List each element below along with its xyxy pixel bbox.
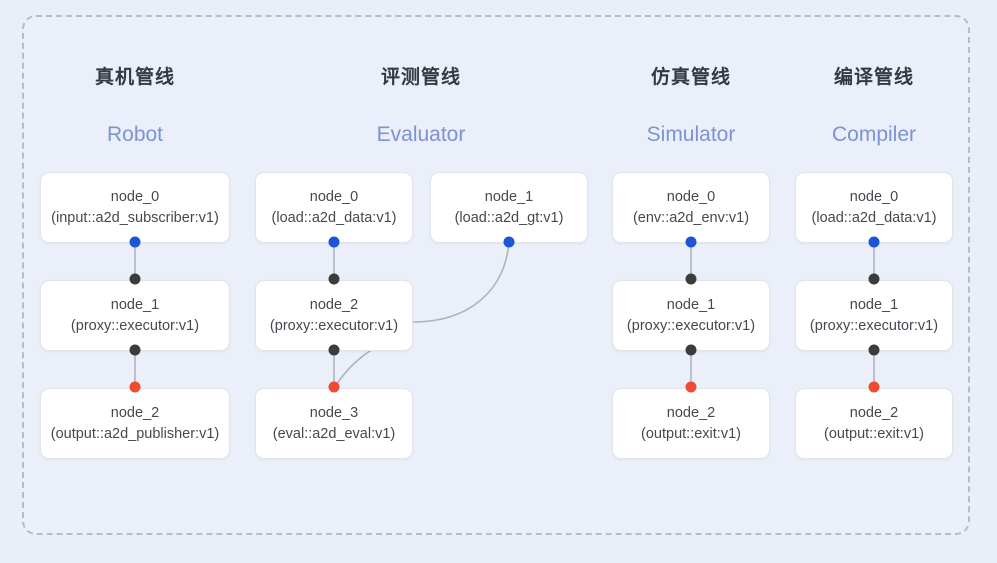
node-compiler-0[interactable]: node_0 (load::a2d_data:v1) [795,172,953,243]
port-output-simulator-1[interactable] [685,344,697,356]
port-input-robot-1[interactable] [129,273,141,285]
port-input-evaluator-2[interactable] [328,273,340,285]
column-title-evaluator: 评测管线 [380,67,461,88]
node-type: (load::a2d_data:v1) [811,209,937,226]
node-id: node_2 [110,404,160,421]
node-id: node_3 [309,404,359,421]
port-output-robot-1[interactable] [129,344,141,356]
node-id: node_1 [849,296,899,313]
node-evaluator-0[interactable]: node_0 (load::a2d_data:v1) [255,172,413,243]
port-output-evaluator-0[interactable] [328,236,340,248]
port-output-compiler-1[interactable] [868,344,880,356]
node-type: (load::a2d_gt:v1) [454,209,564,226]
column-subtitle-compiler: Compiler [831,123,917,146]
node-simulator-2[interactable]: node_2 (output::exit:v1) [612,388,770,459]
node-id: node_0 [110,188,160,205]
node-simulator-1[interactable]: node_1 (proxy::executor:v1) [612,280,770,351]
node-simulator-0[interactable]: node_0 (env::a2d_env:v1) [612,172,770,243]
node-type: (output::a2d_publisher:v1) [50,425,220,442]
node-robot-1[interactable]: node_1 (proxy::executor:v1) [40,280,230,351]
column-subtitle-simulator: Simulator [646,123,736,146]
column-subtitle-evaluator: Evaluator [376,123,466,146]
node-type: (proxy::executor:v1) [809,317,939,334]
node-evaluator-2[interactable]: node_2 (proxy::executor:v1) [255,280,413,351]
node-type: (eval::a2d_eval:v1) [272,425,396,442]
node-id: node_1 [666,296,716,313]
node-type: (output::exit:v1) [824,425,924,442]
port-input-evaluator-3[interactable] [328,381,340,393]
port-output-robot-0[interactable] [129,236,141,248]
column-subtitle-robot: Robot [106,123,164,146]
node-type: (proxy::executor:v1) [269,317,399,334]
node-id: node_2 [666,404,716,421]
node-id: node_2 [309,296,359,313]
port-output-simulator-0[interactable] [685,236,697,248]
column-title-simulator: 仿真管线 [650,67,731,88]
port-output-compiler-0[interactable] [868,236,880,248]
node-id: node_0 [666,188,716,205]
node-robot-2[interactable]: node_2 (output::a2d_publisher:v1) [40,388,230,459]
node-type: (env::a2d_env:v1) [632,209,750,226]
port-input-compiler-2[interactable] [868,381,880,393]
node-evaluator-3[interactable]: node_3 (eval::a2d_eval:v1) [255,388,413,459]
port-output-evaluator-1[interactable] [503,236,515,248]
node-id: node_2 [849,404,899,421]
node-type: (output::exit:v1) [641,425,741,442]
port-input-robot-2[interactable] [129,381,141,393]
node-compiler-1[interactable]: node_1 (proxy::executor:v1) [795,280,953,351]
port-output-evaluator-2[interactable] [328,344,340,356]
node-evaluator-1[interactable]: node_1 (load::a2d_gt:v1) [430,172,588,243]
node-robot-0[interactable]: node_0 (input::a2d_subscriber:v1) [40,172,230,243]
node-type: (proxy::executor:v1) [626,317,756,334]
node-id: node_1 [484,188,534,205]
column-title-compiler: 编译管线 [833,67,914,88]
node-type: (load::a2d_data:v1) [271,209,397,226]
node-compiler-2[interactable]: node_2 (output::exit:v1) [795,388,953,459]
node-id: node_1 [110,296,160,313]
port-input-simulator-2[interactable] [685,381,697,393]
column-title-robot: 真机管线 [94,67,175,88]
port-input-compiler-1[interactable] [868,273,880,285]
node-type: (input::a2d_subscriber:v1) [51,209,219,226]
node-id: node_0 [309,188,359,205]
node-type: (proxy::executor:v1) [70,317,200,334]
node-id: node_0 [849,188,899,205]
port-input-simulator-1[interactable] [685,273,697,285]
